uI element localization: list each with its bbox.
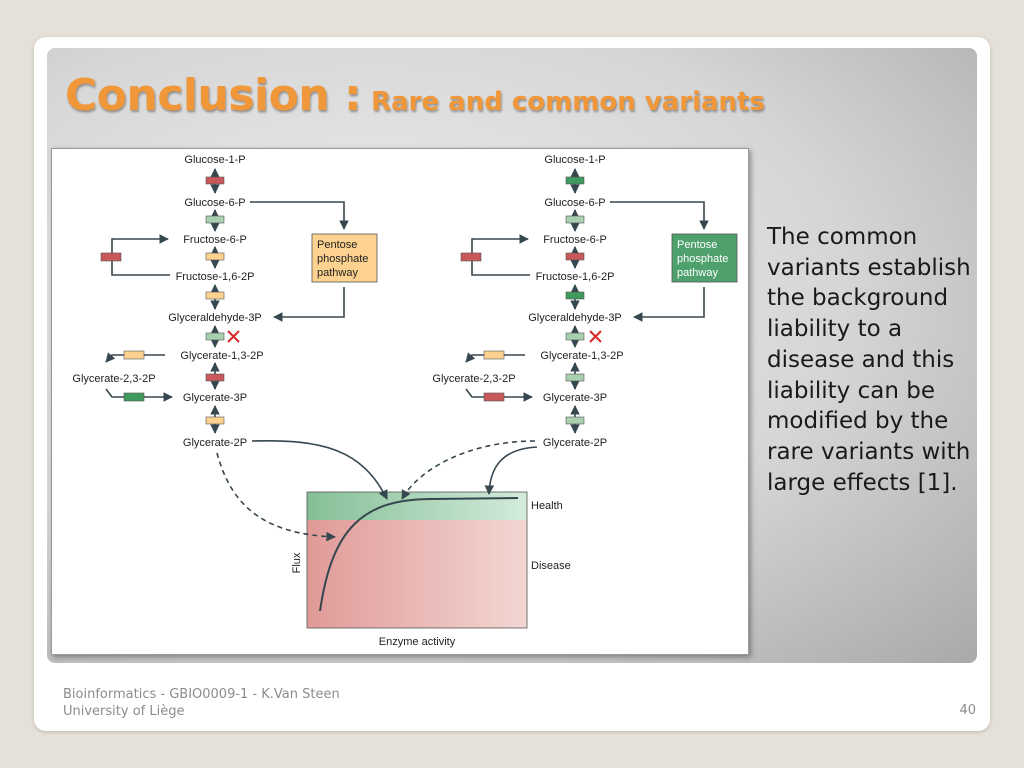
slide-title: Conclusion : Rare and common variants (65, 70, 765, 121)
title-main: Conclusion : (65, 70, 362, 121)
left-solid-connector (251, 439, 388, 500)
enzyme-box (205, 215, 225, 224)
metabolite-fructose-6-p: Fructose-6-P (543, 234, 607, 246)
health-label: Health (531, 500, 563, 512)
metabolite-glycerate-1-3-2p: Glycerate-1,3-2P (180, 350, 263, 362)
enzyme-box (565, 332, 585, 341)
footer-course: Bioinformatics - GBIO0009-1 - K.Van Stee… (63, 687, 340, 702)
enzyme-box (483, 350, 505, 360)
left-dashed-connector (216, 452, 336, 542)
enzyme-box (100, 252, 122, 262)
metabolite-glucose-1-p: Glucose-1-P (184, 154, 245, 166)
metabolite-glycerate-2p: Glycerate-2P (543, 437, 607, 449)
metabolite-glyceraldehyde-3p: Glyceraldehyde-3P (168, 312, 262, 324)
flux-graph: Health Disease Enzyme activity Flux (216, 439, 571, 648)
ppp-label-line2: phosphate (317, 253, 368, 265)
pathway-figure: Glucose-1-P Glucose-6-P Fructose-6-P Fru… (51, 148, 749, 655)
disease-zone (307, 520, 527, 628)
enzyme-box (205, 252, 225, 261)
enzyme-box (565, 373, 585, 382)
right-dashed-connector (401, 440, 536, 500)
title-subtitle: Rare and common variants (371, 87, 765, 117)
enzyme-box (565, 291, 585, 300)
metabolite-glycerate-2p: Glycerate-2P (183, 437, 247, 449)
metabolite-glycerate-2-3-2p: Glycerate-2,3-2P (432, 373, 515, 385)
metabolite-glucose-6-p: Glucose-6-P (184, 197, 245, 209)
metabolite-glycerate-2-3-2p: Glycerate-2,3-2P (72, 373, 155, 385)
x-axis-label: Enzyme activity (379, 636, 456, 648)
enzyme-box (205, 373, 225, 382)
metabolite-fructose-1-6-2p: Fructose-1,6-2P (176, 271, 255, 283)
y-axis-label: Flux (291, 552, 303, 573)
metabolite-glycerate-3p: Glycerate-3P (183, 392, 247, 404)
cross-icon (227, 330, 240, 343)
enzyme-box (483, 392, 505, 402)
page-number: 40 (959, 703, 976, 718)
right-pathway: Glucose-1-P Glucose-6-P Fructose-6-P Fru… (432, 154, 738, 449)
disease-label: Disease (531, 560, 571, 572)
health-zone (307, 492, 527, 520)
enzyme-box (460, 252, 482, 262)
cross-icon (589, 330, 602, 343)
metabolite-glyceraldehyde-3p: Glyceraldehyde-3P (528, 312, 622, 324)
flux-curve (319, 497, 519, 612)
enzyme-box (123, 350, 145, 360)
pathway-diagram: Glucose-1-P Glucose-6-P Fructose-6-P Fru… (72, 154, 738, 648)
slide-footer: Bioinformatics - GBIO0009-1 - K.Van Stee… (63, 686, 340, 720)
graph-frame (306, 491, 528, 629)
metabolite-fructose-6-p: Fructose-6-P (183, 234, 247, 246)
metabolite-glucose-6-p: Glucose-6-P (544, 197, 605, 209)
enzyme-box (205, 416, 225, 425)
enzyme-box (205, 176, 225, 185)
enzyme-box (565, 416, 585, 425)
enzyme-box (205, 332, 225, 341)
enzyme-box (565, 252, 585, 261)
pentose-phosphate-box (671, 233, 738, 283)
ppp-label-line1: Pentose (317, 239, 357, 251)
right-solid-connector (484, 446, 538, 495)
ppp-label-line1: Pentose (677, 239, 717, 251)
ppp-label-line2: phosphate (677, 253, 728, 265)
conclusion-text: The common variants establish the backgr… (767, 224, 971, 496)
metabolite-fructose-1-6-2p: Fructose-1,6-2P (536, 271, 615, 283)
pentose-phosphate-box (311, 233, 378, 283)
enzyme-box (565, 215, 585, 224)
metabolite-glycerate-3p: Glycerate-3P (543, 392, 607, 404)
ppp-label-line3: pathway (677, 267, 718, 279)
metabolite-glycerate-1-3-2p: Glycerate-1,3-2P (540, 350, 623, 362)
enzyme-box (123, 392, 145, 402)
metabolite-glucose-1-p: Glucose-1-P (544, 154, 605, 166)
enzyme-box (205, 291, 225, 300)
enzyme-box (565, 176, 585, 185)
footer-university: University of Liège (63, 704, 185, 719)
ppp-label-line3: pathway (317, 267, 358, 279)
left-pathway: Glucose-1-P Glucose-6-P Fructose-6-P Fru… (72, 154, 378, 449)
